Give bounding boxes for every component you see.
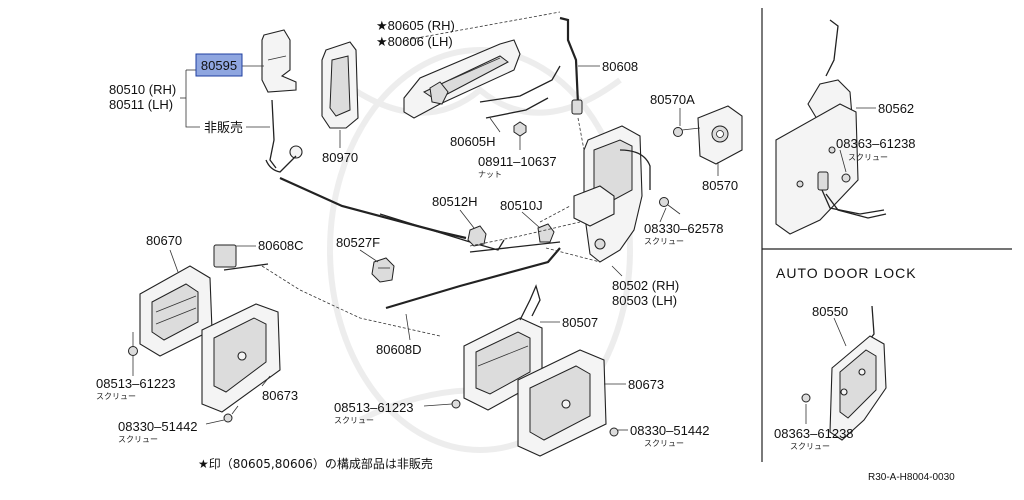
clip-80527F bbox=[371, 257, 395, 283]
label-08513-61223-lh[interactable]: 08513–61223 bbox=[96, 376, 176, 391]
label-nut: ナット bbox=[478, 170, 502, 179]
part-80608C-guide bbox=[213, 244, 237, 268]
part-80550-auto-door-lock bbox=[829, 305, 887, 441]
label-80605H[interactable]: 80605H bbox=[450, 134, 496, 149]
label-80670[interactable]: 80670 bbox=[146, 233, 182, 248]
screw-08513-rh bbox=[451, 399, 461, 409]
label-80507[interactable]: 80507 bbox=[562, 315, 598, 330]
long-rod-upper bbox=[279, 176, 467, 240]
label-screw-1: スクリュー bbox=[644, 237, 684, 246]
rod-80608C bbox=[223, 263, 269, 271]
label-08363-61238-b[interactable]: 08363–61238 bbox=[774, 426, 854, 441]
footnote: ★印（80605,80606）の構成部品は非販売 bbox=[198, 456, 433, 471]
part-80562-actuator bbox=[775, 19, 887, 235]
label-screw-6: スクリュー bbox=[848, 153, 888, 162]
label-80673-lh[interactable]: 80673 bbox=[262, 388, 298, 403]
label-80606[interactable]: ★80606 (LH) bbox=[376, 34, 453, 49]
part-80595-outside-handle-cover bbox=[261, 29, 297, 93]
label-08363-61238-a[interactable]: 08363–61238 bbox=[836, 136, 916, 151]
part-80605H-rod bbox=[479, 65, 561, 119]
label-80608C[interactable]: 80608C bbox=[258, 238, 304, 253]
label-80608[interactable]: 80608 bbox=[602, 59, 638, 74]
label-80562[interactable]: 80562 bbox=[878, 101, 914, 116]
label-80512H[interactable]: 80512H bbox=[432, 194, 478, 209]
screw-08330-lh bbox=[223, 405, 239, 423]
label-08330-62578[interactable]: 08330–62578 bbox=[644, 221, 724, 236]
clip-80510J bbox=[537, 223, 555, 243]
label-80673-rh[interactable]: 80673 bbox=[628, 377, 664, 392]
clip-80512H bbox=[467, 225, 487, 247]
leader-lines bbox=[132, 65, 876, 431]
part-80502-door-lock-body bbox=[573, 125, 651, 263]
nut-08911 bbox=[513, 121, 527, 137]
screw-08513-lh bbox=[128, 332, 138, 356]
part-80670-inside-handle-lh bbox=[139, 265, 213, 357]
highlight-80595 bbox=[195, 53, 243, 77]
rod-80608D bbox=[385, 247, 561, 310]
part-80510-outside-handle bbox=[321, 41, 359, 129]
label-80570A[interactable]: 80570A bbox=[650, 92, 695, 107]
part-80570-striker bbox=[697, 105, 743, 165]
label-80527F[interactable]: 80527F bbox=[336, 235, 380, 250]
screw-08330-62578 bbox=[659, 197, 681, 215]
label-80570[interactable]: 80570 bbox=[702, 178, 738, 193]
label-80550[interactable]: 80550 bbox=[812, 304, 848, 319]
label-screw-7: スクリュー bbox=[790, 442, 830, 451]
label-08513-61223-rh[interactable]: 08513–61223 bbox=[334, 400, 414, 415]
part-80673-escutcheon-lh bbox=[201, 303, 281, 413]
label-screw-4: スクリュー bbox=[334, 416, 374, 425]
label-80595[interactable]: 80595 bbox=[201, 58, 237, 73]
rod-80512H bbox=[379, 213, 505, 251]
handle-rod bbox=[265, 99, 303, 173]
reference-code: R30-A-H8004-0030 bbox=[868, 472, 955, 483]
label-80502[interactable]: 80502 (RH) bbox=[612, 278, 679, 293]
bolt-80570A bbox=[673, 127, 701, 137]
label-80510[interactable]: 80510 (RH) bbox=[109, 82, 176, 97]
screw-08330-rh bbox=[609, 427, 619, 437]
section-title-auto-door-lock: AUTO DOOR LOCK bbox=[776, 265, 917, 281]
label-screw-5: スクリュー bbox=[644, 439, 684, 448]
label-80511[interactable]: 80511 (LH) bbox=[109, 97, 173, 112]
label-08330-51442-rh[interactable]: 08330–51442 bbox=[630, 423, 710, 438]
part-80673-escutcheon-rh bbox=[517, 349, 607, 457]
label-screw-2: スクリュー bbox=[96, 392, 136, 401]
label-08911-10637[interactable]: 08911–10637 bbox=[478, 154, 557, 169]
label-80970[interactable]: 80970 bbox=[322, 150, 358, 165]
rod-80608 bbox=[559, 16, 583, 115]
label-80503[interactable]: 80503 (LH) bbox=[612, 293, 677, 308]
label-80608D[interactable]: 80608D bbox=[376, 342, 422, 357]
label-hibanbai: 非販売 bbox=[204, 120, 243, 135]
screw-08363-b bbox=[801, 393, 811, 403]
rod-80510J bbox=[469, 241, 561, 253]
label-08330-51442-lh[interactable]: 08330–51442 bbox=[118, 419, 198, 434]
label-80510J[interactable]: 80510J bbox=[500, 198, 543, 213]
part-80605-outside-handle-assy bbox=[403, 39, 521, 119]
label-80605[interactable]: ★80605 (RH) bbox=[376, 18, 455, 33]
label-screw-3: スクリュー bbox=[118, 435, 158, 444]
screw-08363-a bbox=[841, 173, 851, 183]
